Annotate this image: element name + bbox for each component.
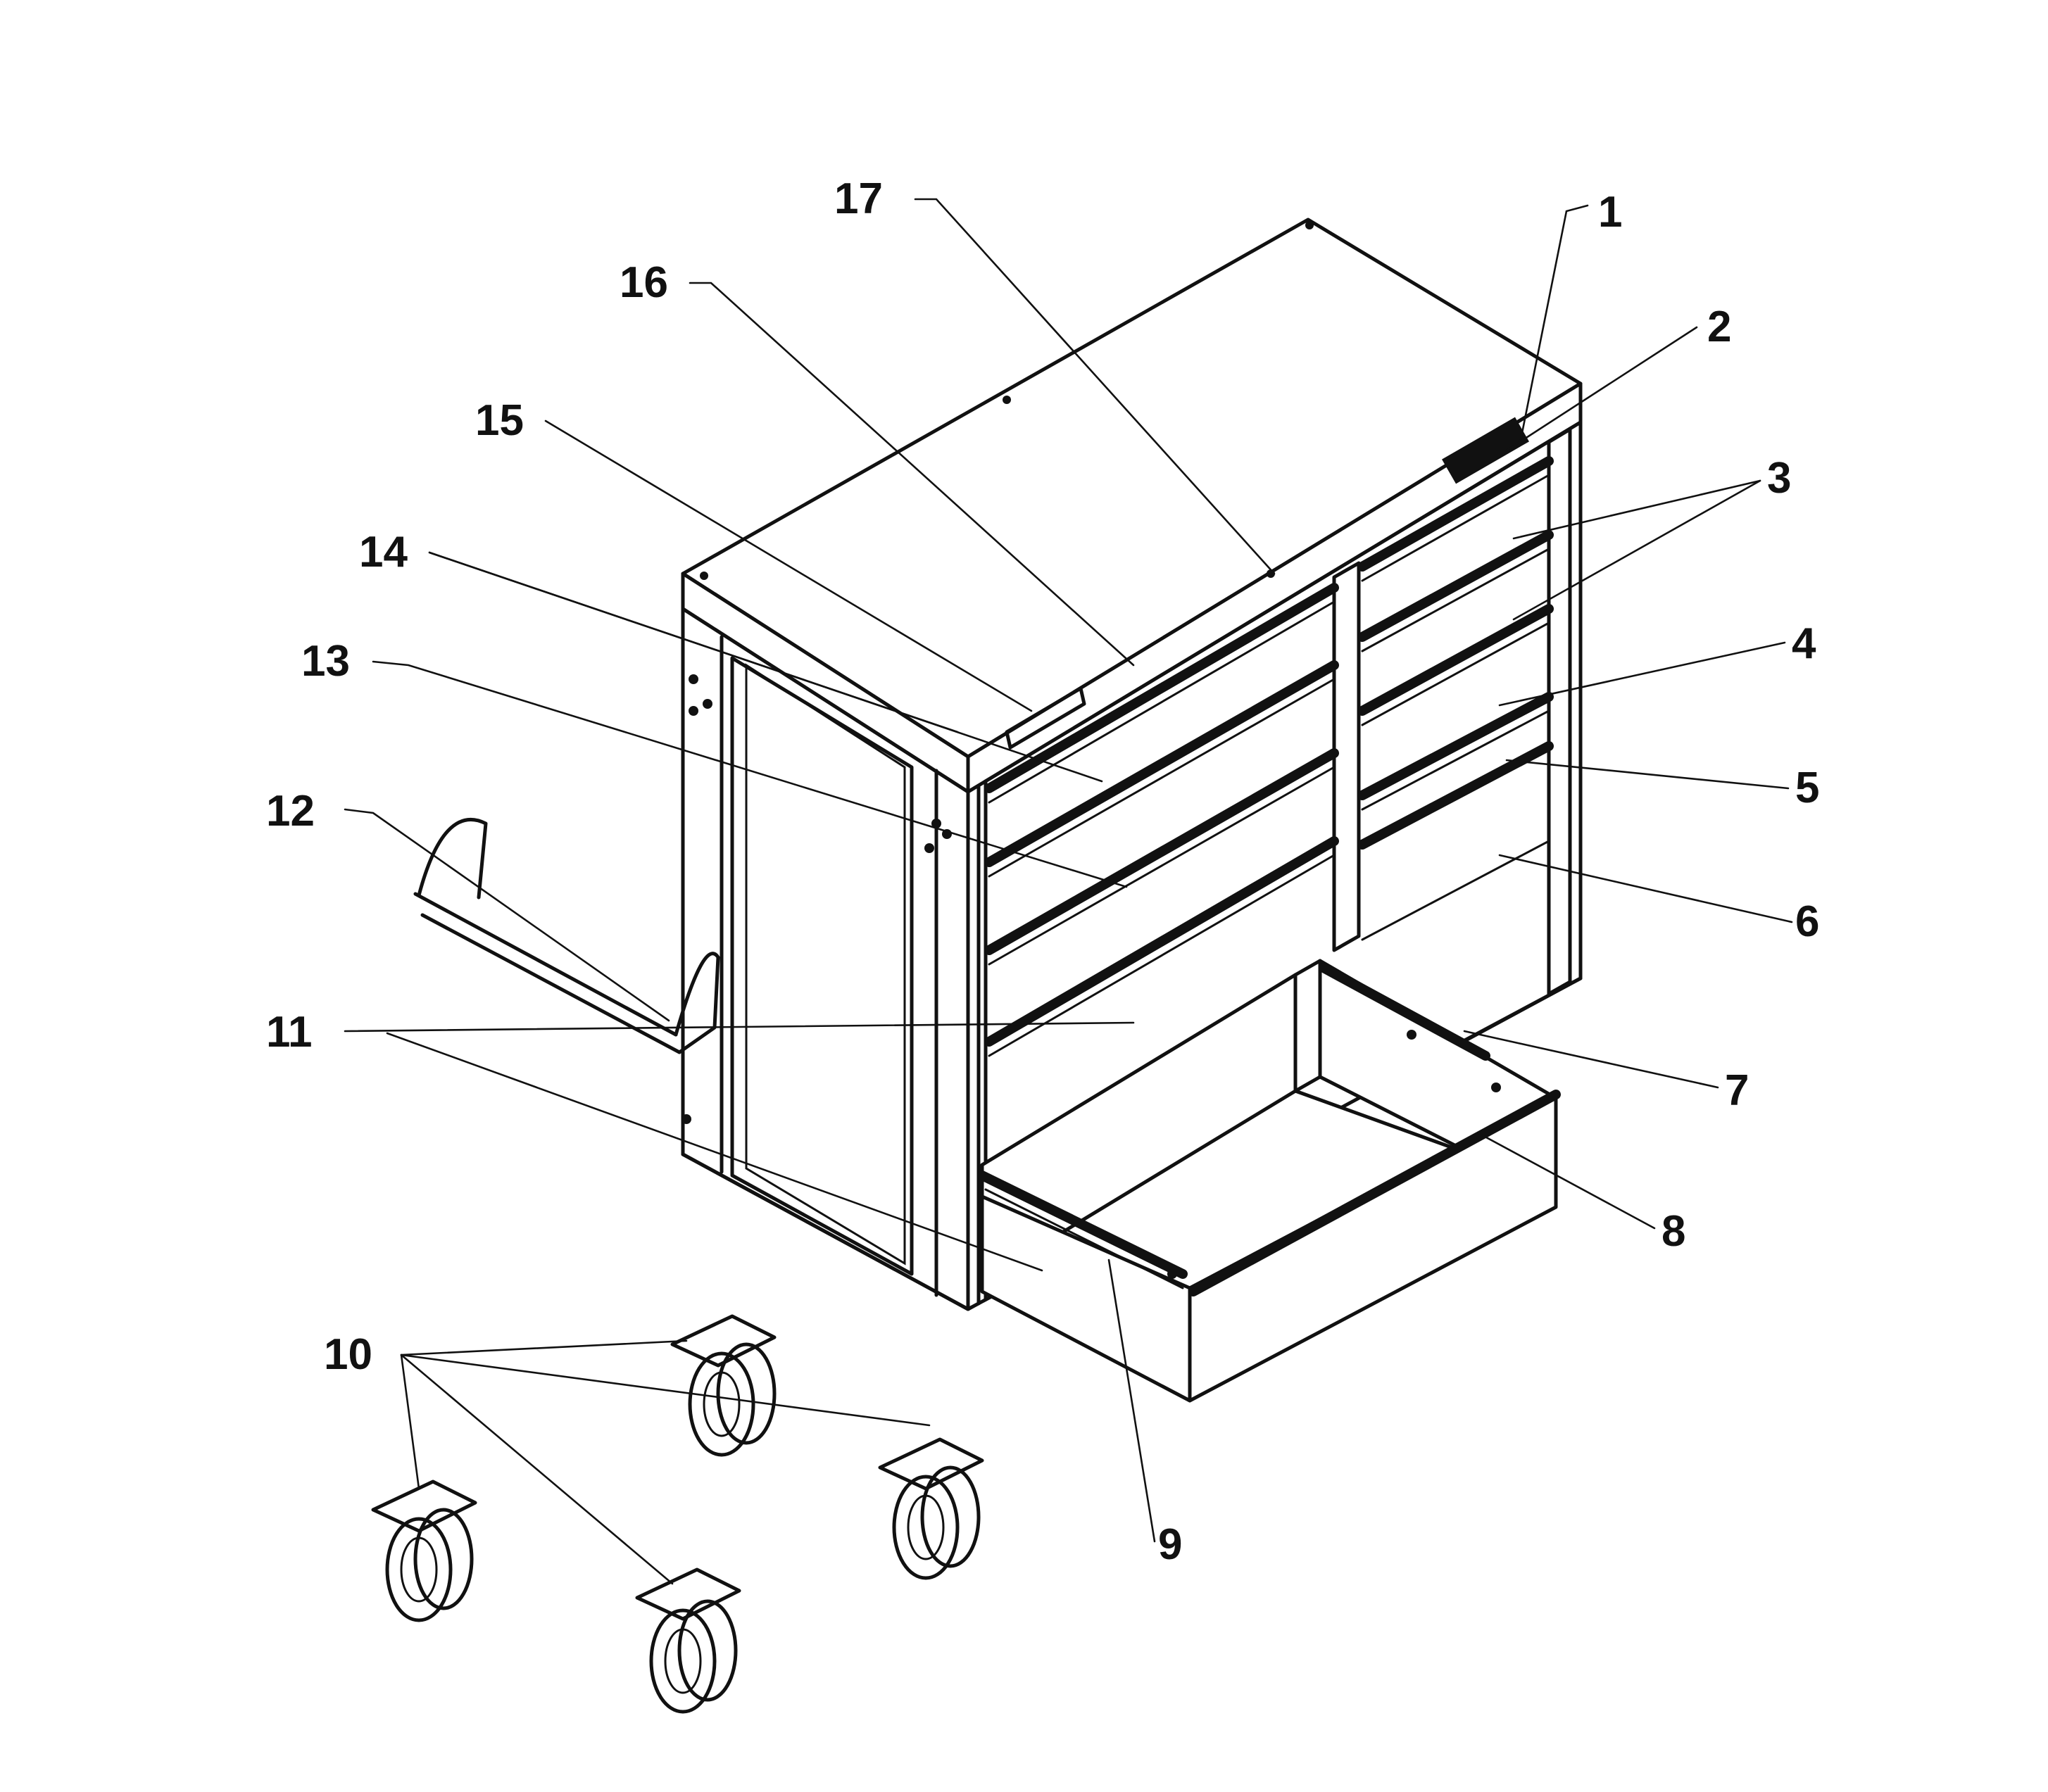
brand-plate (1442, 417, 1529, 484)
callout-1: 1 (1598, 188, 1622, 236)
caster-2 (878, 1437, 984, 1580)
leader-lines (344, 198, 1793, 1585)
open-drawer (977, 959, 1561, 1403)
right-drawer-pulls (1357, 456, 1554, 850)
callout-5: 5 (1795, 764, 1819, 812)
lid-handle (1005, 686, 1086, 750)
center-divider (1332, 561, 1361, 952)
callout-11: 11 (266, 1008, 313, 1056)
callout-2: 2 (1707, 303, 1731, 351)
callout-4: 4 (1792, 619, 1816, 668)
callout-7: 7 (1725, 1066, 1749, 1115)
callout-13: 13 (301, 637, 350, 686)
callout-15: 15 (475, 396, 524, 445)
callout-9: 9 (1158, 1520, 1182, 1569)
callout-12: 12 (266, 787, 315, 835)
drawer-slide (977, 1171, 1188, 1279)
callout-14: 14 (359, 528, 408, 576)
side-handle (413, 818, 720, 1054)
cabinet-body (681, 217, 1583, 1311)
callout-labels: 1 2 3 4 5 6 7 8 9 10 11 12 13 14 15 16 1… (266, 175, 1819, 1569)
caster-3 (371, 1479, 477, 1622)
left-drawer-pulls (984, 583, 1339, 1047)
callout-16: 16 (620, 258, 668, 307)
callout-10: 10 (324, 1330, 372, 1379)
callout-17: 17 (834, 175, 883, 223)
callout-8: 8 (1661, 1207, 1685, 1256)
left-drawer-faces (988, 600, 1336, 1057)
callout-3: 3 (1767, 454, 1791, 503)
caster-1 (670, 1314, 777, 1457)
callout-6: 6 (1795, 897, 1819, 946)
caster-4 (635, 1567, 741, 1714)
right-drawer-faces (1361, 474, 1550, 941)
